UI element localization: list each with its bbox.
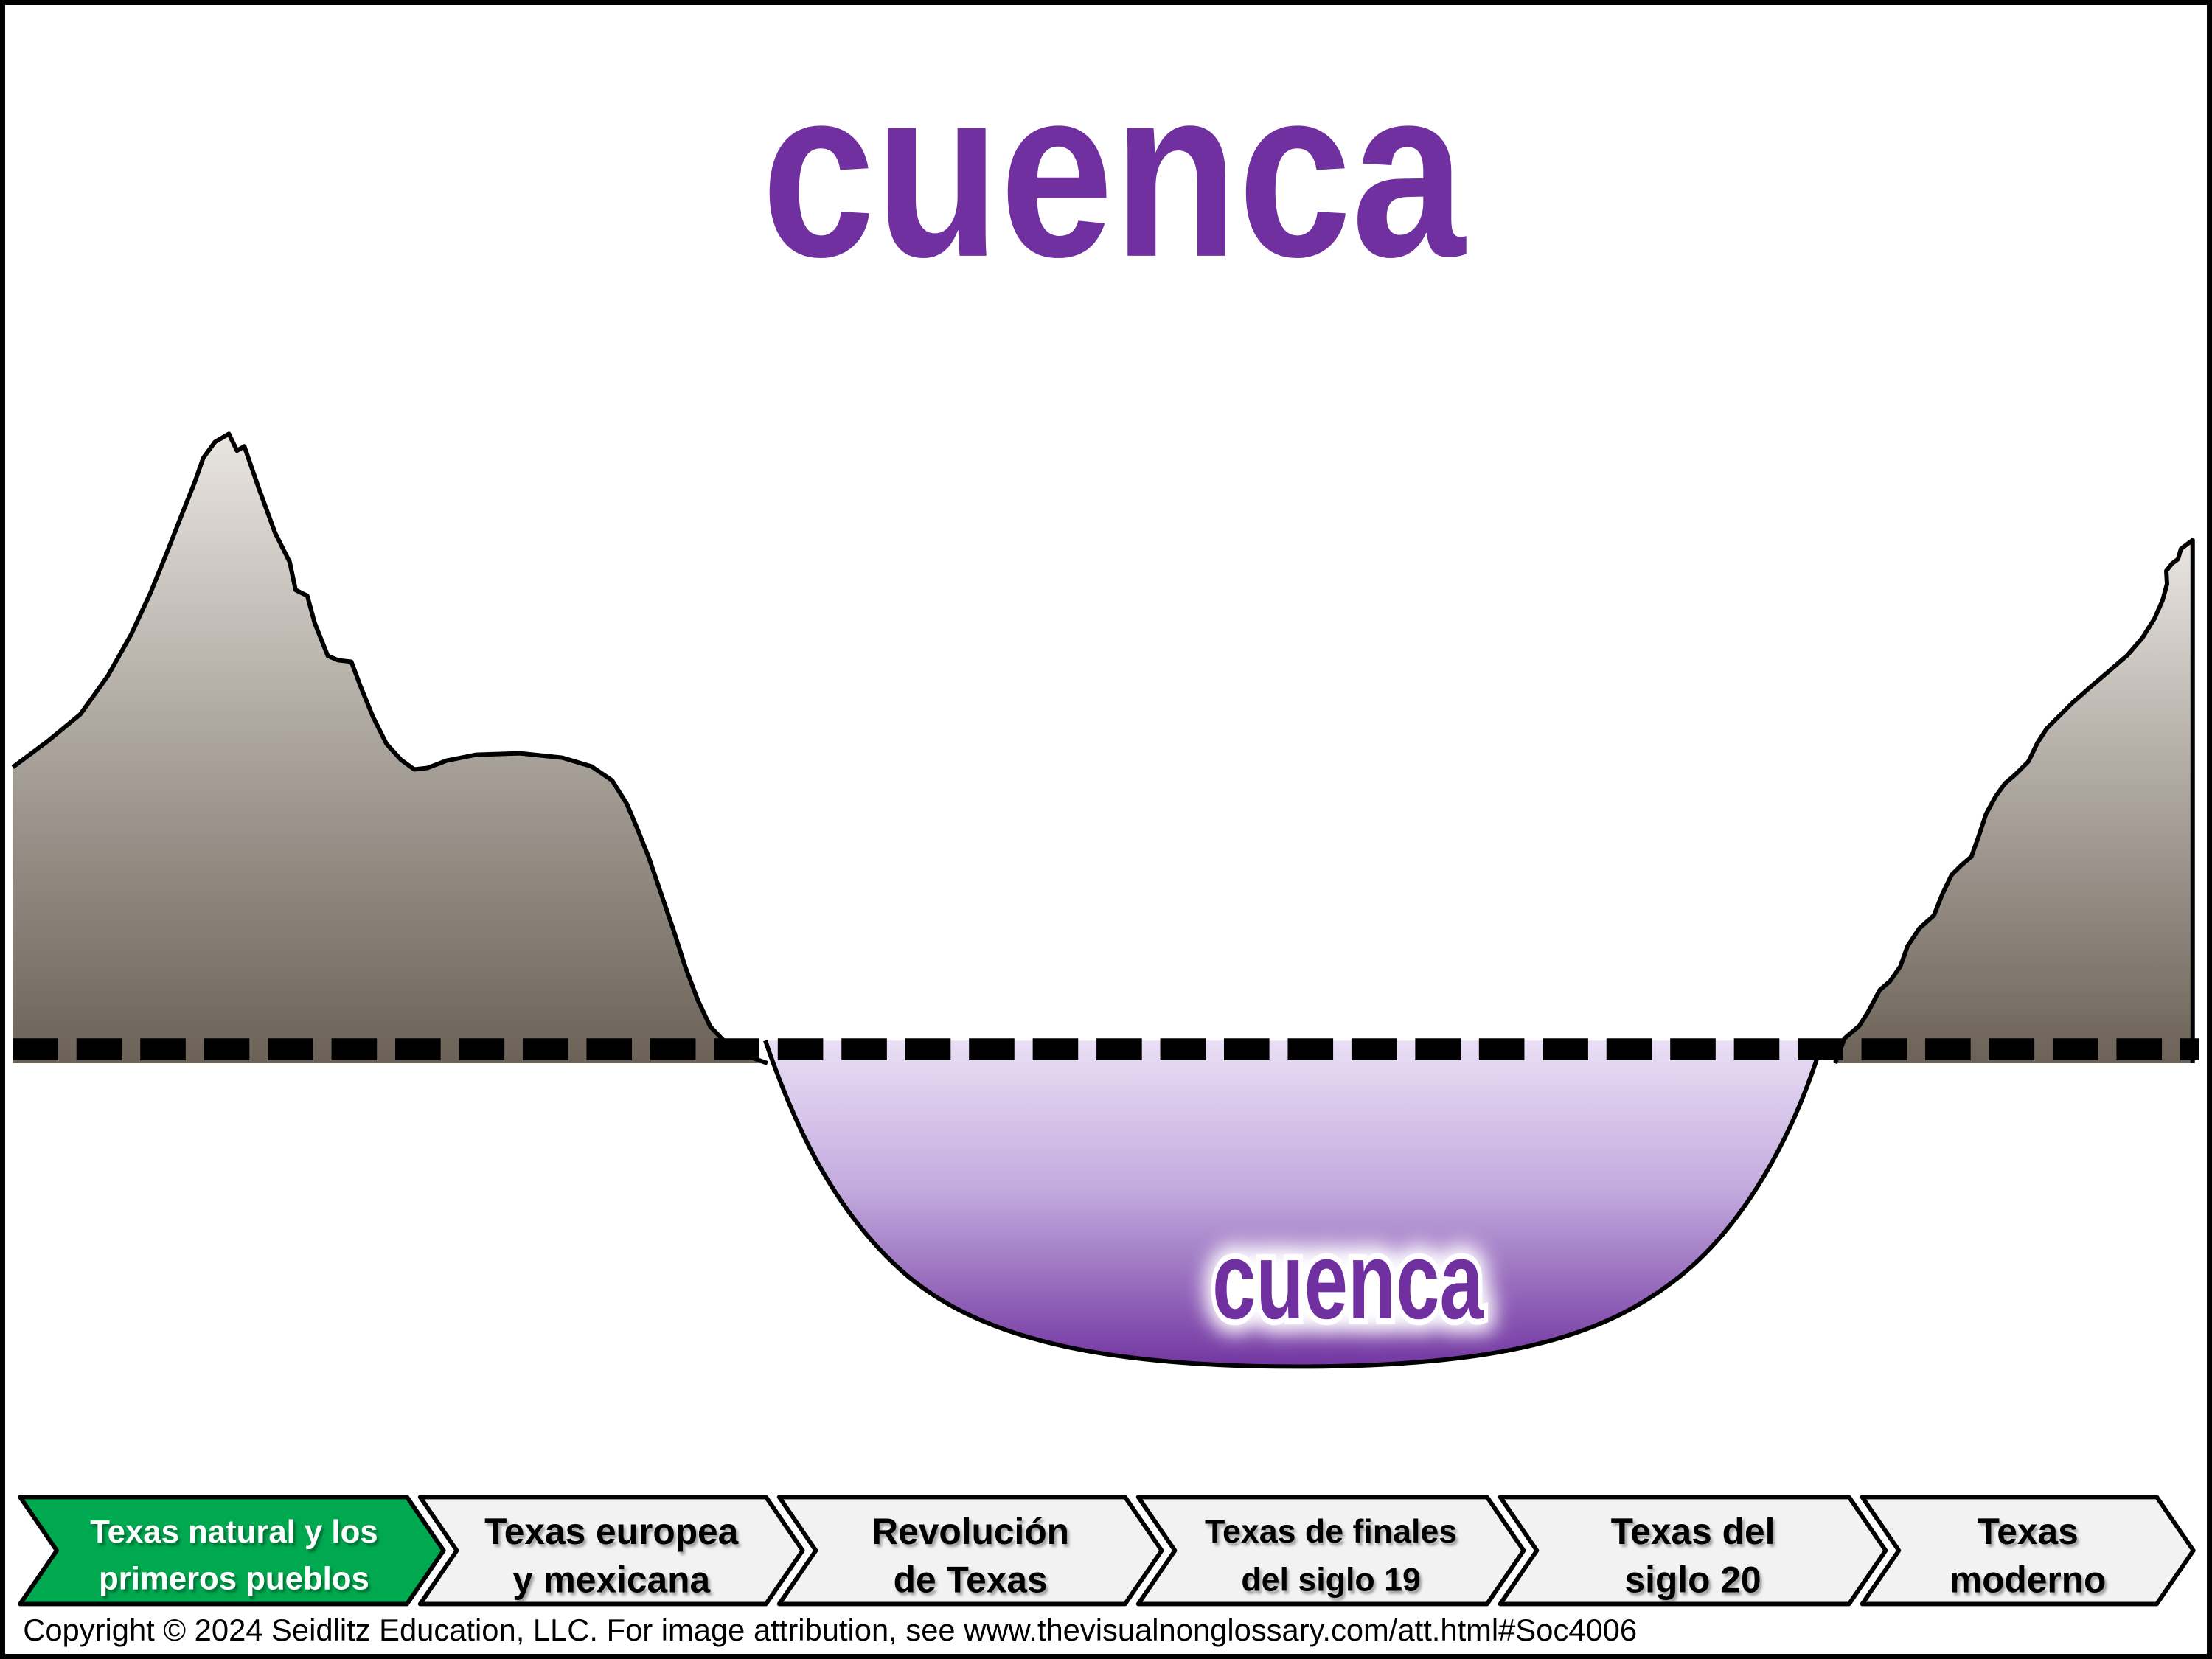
tab-texas-siglo-20[interactable]: Texas del siglo 20 (1498, 1495, 1888, 1607)
tab-revolucion-label-line2: de Texas (894, 1559, 1048, 1601)
tab-texas-europea-label-line1: Texas europea (484, 1511, 739, 1552)
basin-outline (763, 1040, 1825, 1369)
tab-texas-natural-label-line2: primeros pueblos (99, 1561, 369, 1597)
basin-shape (765, 1040, 1823, 1367)
left-mountain-outline (11, 431, 768, 1065)
tab-texas-siglo-20-shape[interactable] (1498, 1495, 1888, 1607)
tab-texas-natural[interactable]: Texas natural y los primeros pueblos (18, 1495, 446, 1607)
tab-texas-europea[interactable]: Texas europea y mexicana (417, 1495, 805, 1607)
copyright-text: Copyright © 2024 Seidlitz Education, LLC… (23, 1613, 1637, 1647)
basin-label-text: cuenca (1212, 1219, 1484, 1342)
tab-texas-europea-label-line2: y mexicana (512, 1559, 710, 1601)
tab-texas-natural-label-line1: Texas natural y los (90, 1514, 378, 1550)
basin-label-halo: cuenca (1212, 1219, 1484, 1342)
tab-revolucion-label-line1: Revolución (872, 1511, 1069, 1552)
tab-texas-moderno[interactable]: Texas moderno (1860, 1495, 2196, 1607)
right-mountain (1834, 540, 2193, 1064)
tab-texas-siglo-20-label-line2: siglo 20 (1625, 1559, 1761, 1601)
tab-texas-moderno-shape[interactable] (1860, 1495, 2196, 1607)
tab-revolucion-shape[interactable] (776, 1495, 1164, 1607)
tab-texas-finales-siglo-19[interactable]: Texas de finales del siglo 19 (1135, 1495, 1526, 1607)
tab-texas-moderno-label-line1: Texas (1978, 1511, 2079, 1552)
tab-texas-europea-shape[interactable] (417, 1495, 805, 1607)
tab-texas-finales-siglo-19-label-line1: Texas de finales (1205, 1514, 1457, 1550)
tab-texas-natural-shape[interactable] (18, 1495, 446, 1607)
tab-texas-siglo-20-label-line1: Texas del (1611, 1511, 1775, 1552)
basin-label: cuenca cuenca cuenca (1197, 1204, 1498, 1357)
basin-label-glow: cuenca (1212, 1219, 1484, 1342)
basin-diagram: cuenca cuenca cuenca cuenca Texas natura… (11, 38, 2199, 1647)
timeline-navigation: Texas natural y los primeros pueblos Tex… (18, 1495, 2196, 1607)
page-title: cuenca (762, 38, 1467, 307)
tab-texas-finales-siglo-19-shape[interactable] (1135, 1495, 1526, 1607)
tab-texas-finales-siglo-19-label-line2: del siglo 19 (1241, 1562, 1420, 1599)
right-mountain-outline (1833, 538, 2195, 1065)
tab-texas-moderno-label-line2: moderno (1950, 1559, 2107, 1601)
tab-revolucion[interactable]: Revolución de Texas (776, 1495, 1164, 1607)
